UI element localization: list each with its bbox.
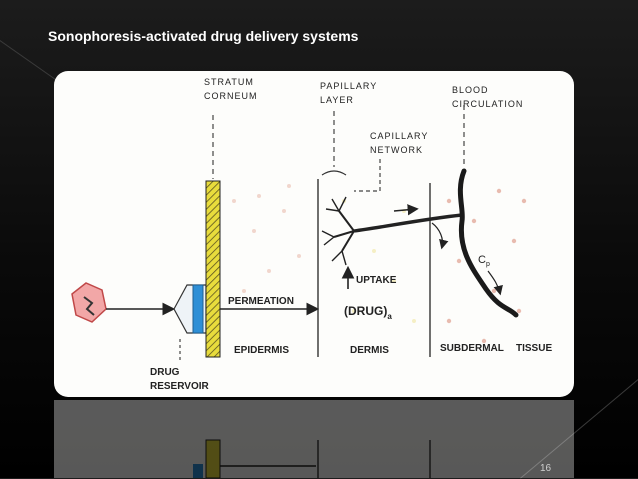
- epidermis-label: EPIDERMIS: [234, 345, 289, 356]
- stratum-corneum-layer: [205, 180, 221, 358]
- tissue-label: TISSUE: [516, 343, 552, 354]
- vessel-flow-arrow: [431, 222, 449, 250]
- subdermal-label: SUBDERMAL: [440, 343, 504, 354]
- drug-reservoir-icon: [173, 284, 207, 334]
- drug-delivery-diagram: STRATUM CORNEUM PAPILLARY LAYER CAPILLAR…: [71, 77, 552, 392]
- card-reflection: [54, 400, 574, 478]
- flow-arrow: [393, 204, 419, 216]
- papillary-label-2: LAYER: [320, 95, 354, 105]
- subdermal-speckle: [446, 188, 527, 344]
- stratum-label-2: CORNEUM: [204, 91, 258, 101]
- cp-label: Cp: [478, 254, 490, 268]
- reservoir-label-2: RESERVOIR: [150, 381, 209, 392]
- capillary-leader: [354, 159, 381, 192]
- reservoir-label-1: DRUG: [150, 367, 180, 378]
- capillary-label-2: NETWORK: [370, 145, 423, 155]
- stratum-label-1: STRATUM: [204, 77, 254, 87]
- blood-label-2: CIRCULATION: [452, 99, 523, 109]
- page-number: 16: [540, 463, 552, 474]
- dermis-label: DERMIS: [350, 345, 389, 356]
- blood-vessel: [457, 168, 519, 318]
- permeation-label: PERMEATION: [228, 296, 294, 307]
- epidermis-speckle: [232, 184, 301, 293]
- capillary-label-1: CAPILLARY: [370, 131, 428, 141]
- papillary-brace: [321, 170, 347, 176]
- drug-label: (DRUG)a: [344, 304, 392, 321]
- capillary-network: [321, 196, 463, 266]
- slide-title: Sonophoresis-activated drug delivery sys…: [48, 28, 359, 44]
- reflection-svg: [54, 400, 574, 478]
- papillary-label-1: PAPILLARY: [320, 81, 377, 91]
- uptake-label: UPTAKE: [356, 275, 397, 286]
- blood-label-1: BLOOD: [452, 85, 489, 95]
- vessel-flow-arrow-2: [487, 270, 503, 296]
- diagram-card: STRATUM CORNEUM PAPILLARY LAYER CAPILLAR…: [54, 71, 574, 397]
- drug-hexagon-icon: [71, 282, 107, 323]
